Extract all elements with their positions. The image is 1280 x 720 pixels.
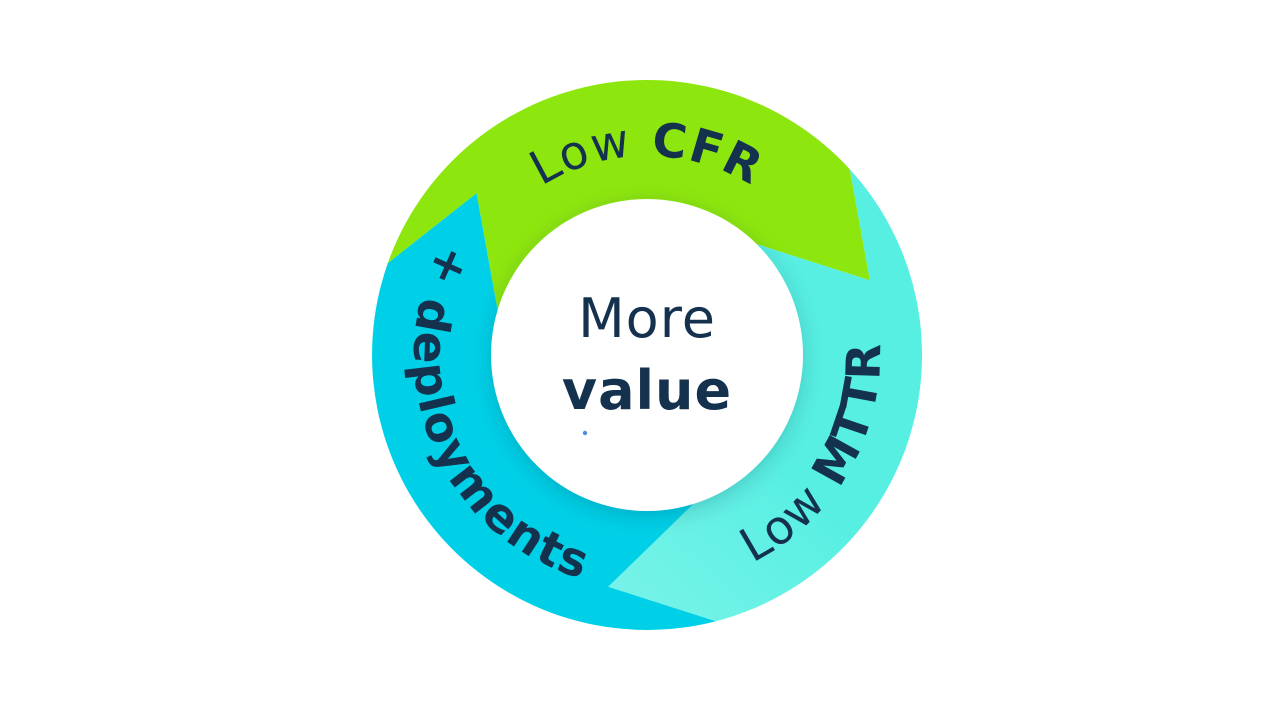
center-text-more: More — [578, 287, 716, 350]
segment-low-cfr-arc — [387, 79, 870, 313]
stray-dot — [582, 430, 588, 436]
center-text-value: value — [562, 359, 732, 422]
cycle-ring — [372, 79, 923, 630]
segment-low-mttr-arc — [608, 169, 923, 622]
segment-deployments-arc — [372, 193, 716, 630]
center-circle — [491, 199, 803, 511]
